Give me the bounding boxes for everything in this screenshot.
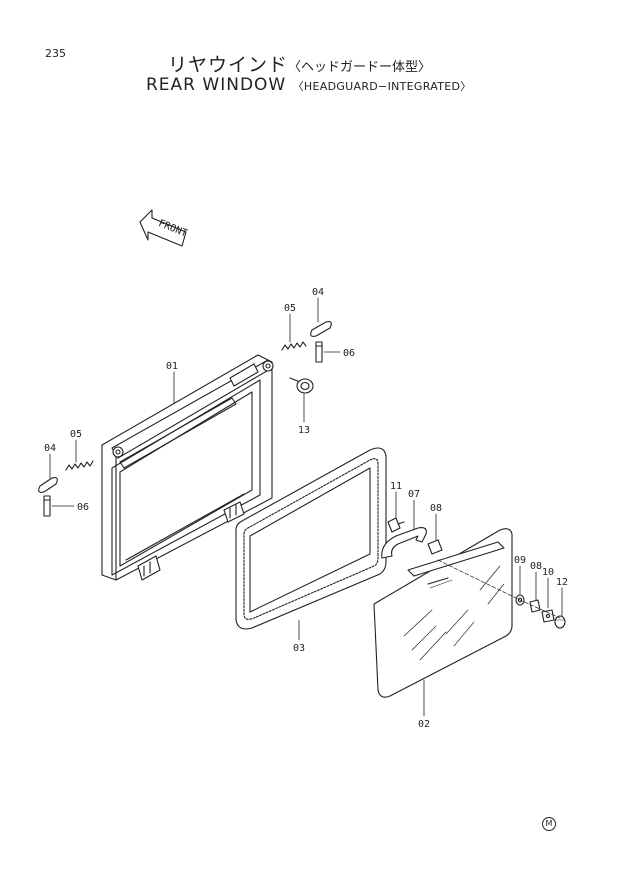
mounting-plate	[407, 541, 505, 589]
pin-upper	[310, 321, 332, 337]
assembly-line	[437, 559, 561, 619]
leader-lines	[49, 297, 563, 717]
callout-07: 07	[408, 489, 420, 500]
callout-03: 03	[293, 643, 305, 654]
callout-06-lower: 06	[77, 502, 89, 513]
rod-lower	[43, 495, 51, 517]
clip-upper	[427, 539, 443, 555]
callout-05-upper: 05	[284, 303, 296, 314]
callout-01: 01	[166, 361, 178, 372]
clip-lower-08	[529, 599, 541, 613]
spring-upper	[281, 341, 307, 351]
rod-upper	[315, 341, 323, 363]
title-english-sub: 〈HEADGUARD−INTEGRATED〉	[292, 80, 472, 93]
callout-04-lower: 04	[44, 443, 56, 454]
window-frame	[101, 354, 274, 581]
screw	[387, 517, 405, 533]
title-japanese: リヤウインド〈ヘッドガードー体型〉	[168, 50, 431, 77]
title-english-main: REAR WINDOW	[146, 75, 287, 95]
m-mark-icon: M	[542, 817, 556, 831]
callout-08-lower: 08	[530, 561, 542, 572]
pin-lower	[38, 477, 58, 493]
title-japanese-sub: 〈ヘッドガードー体型〉	[288, 60, 432, 75]
callout-08-upper: 08	[430, 503, 442, 514]
callout-10: 10	[542, 567, 554, 578]
knob	[289, 377, 314, 394]
title-japanese-main: リヤウインド	[168, 54, 289, 76]
callout-11: 11	[390, 481, 402, 492]
title-english: REAR WINDOW 〈HEADGUARD−INTEGRATED〉	[146, 75, 472, 95]
callout-09: 09	[514, 555, 526, 566]
callout-06-upper: 06	[343, 348, 355, 359]
weatherstrip-seal	[235, 447, 387, 630]
front-arrow-icon: FRONT	[139, 209, 189, 247]
callout-05-lower: 05	[70, 429, 82, 440]
callout-02: 02	[418, 719, 430, 730]
page-number: 235	[45, 47, 66, 60]
spring-lower	[65, 460, 94, 471]
cap-12	[554, 615, 566, 629]
callout-04-upper: 04	[312, 287, 324, 298]
callout-13: 13	[298, 425, 310, 436]
handle	[381, 527, 427, 559]
callout-12: 12	[556, 577, 568, 588]
nut-10	[541, 609, 555, 623]
glass-pane	[373, 528, 513, 698]
